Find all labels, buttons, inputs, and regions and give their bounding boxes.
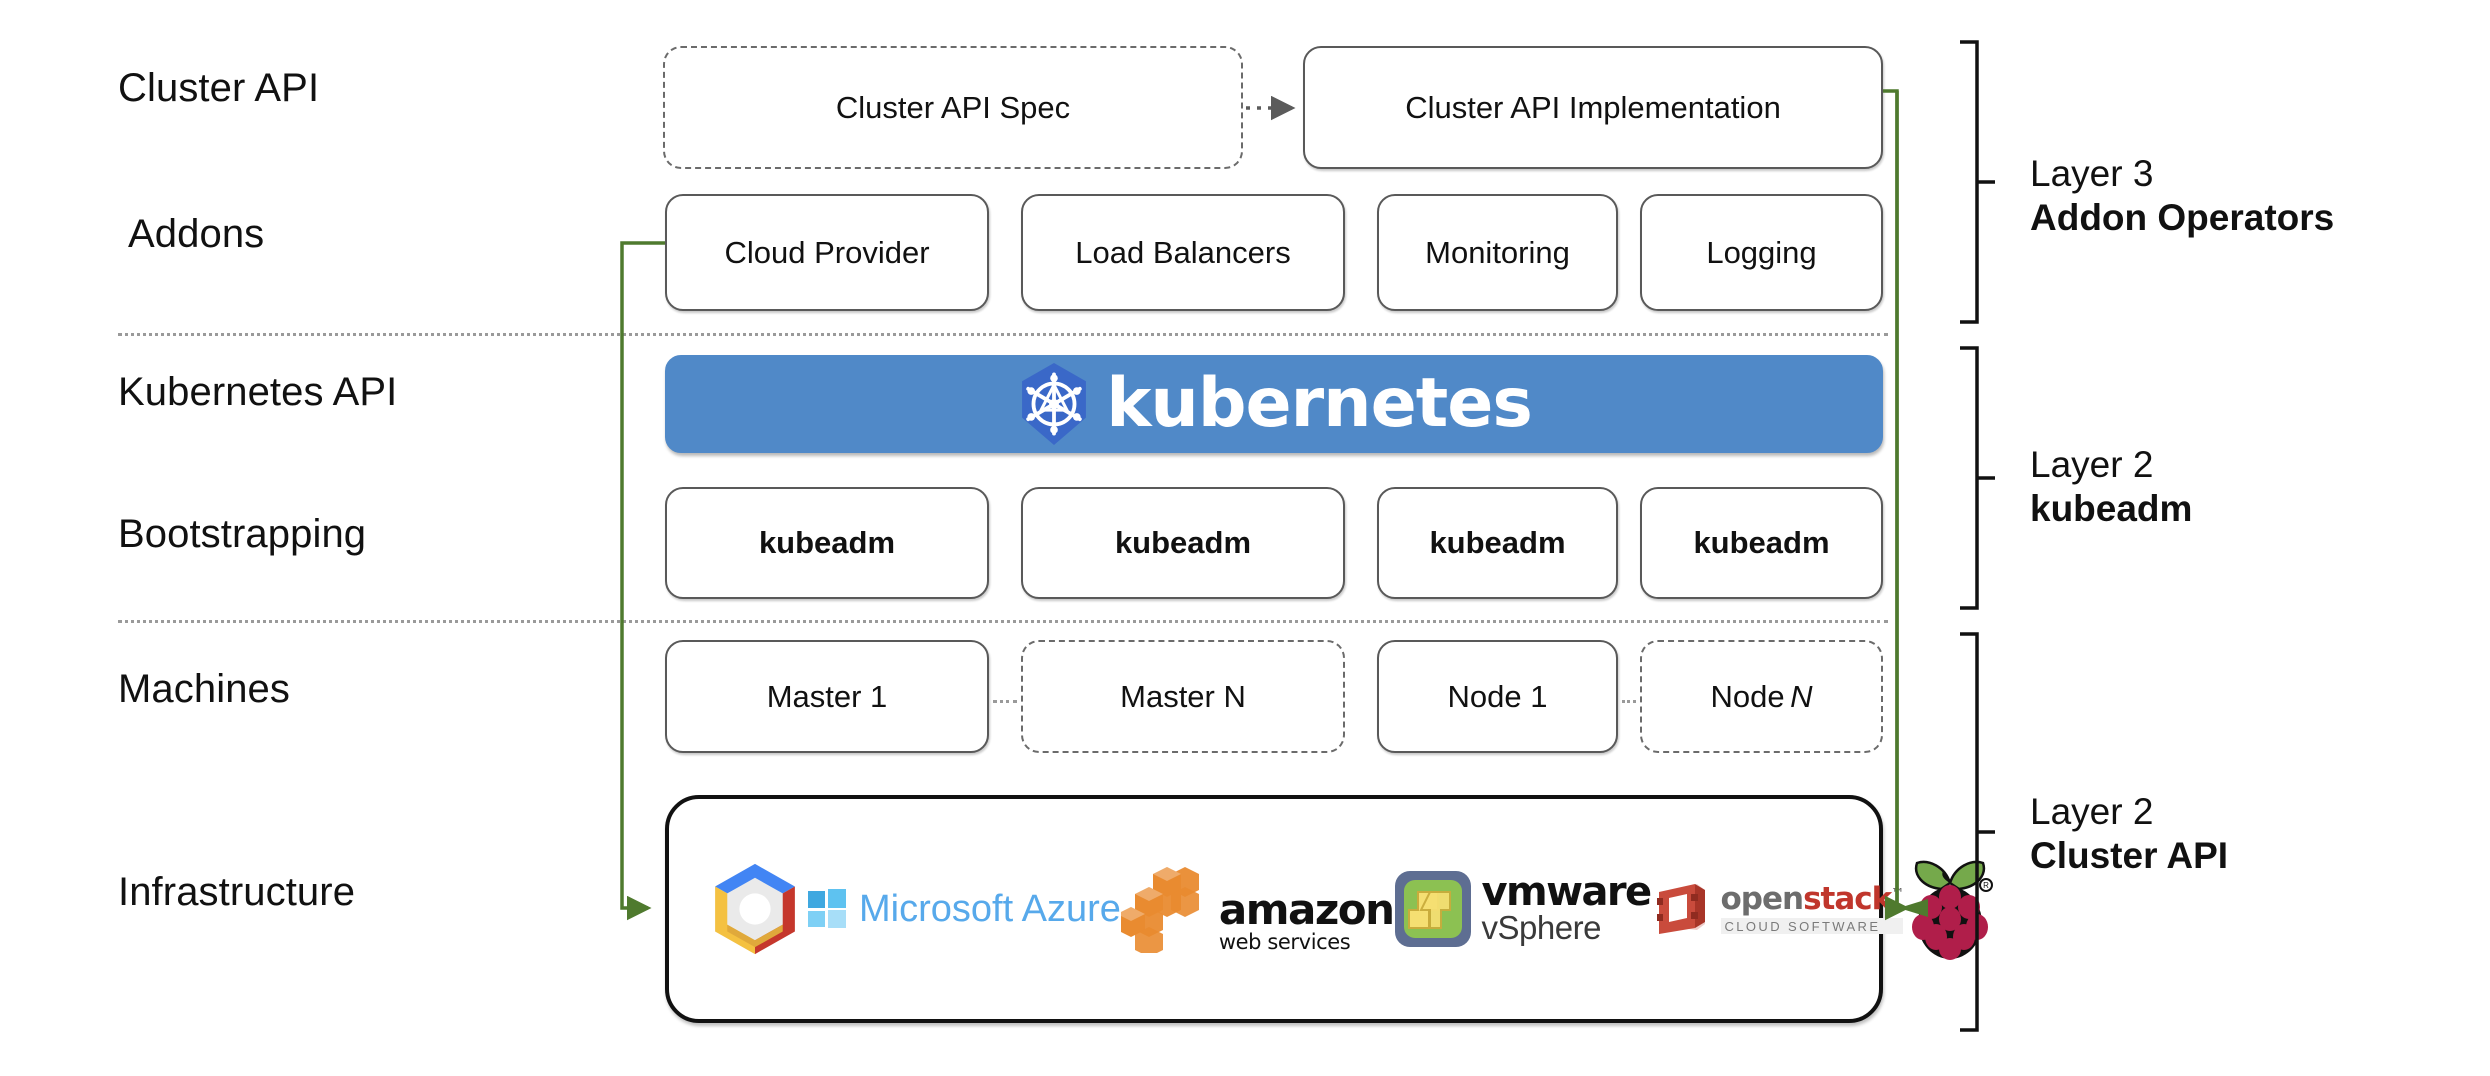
machines-ellipsis-2 (1622, 700, 1636, 703)
aws-cubes-icon (1120, 867, 1199, 953)
row-label-infrastructure: Infrastructure (118, 870, 356, 914)
openstack-subtitle: CLOUD SOFTWARE (1720, 918, 1904, 934)
provider-openstack[interactable]: openstack™ CLOUD SOFTWARE (1651, 854, 1904, 964)
microsoft-windows-icon (808, 889, 846, 928)
box-label: Cluster API Implementation (1405, 89, 1781, 125)
box-monitoring[interactable]: Monitoring (1377, 194, 1618, 311)
machines-ellipsis-1 (993, 700, 1017, 703)
aws-webservices-wordmark: web services (1218, 930, 1351, 954)
box-master-1[interactable]: Master 1 (665, 640, 989, 753)
box-cluster-api-implementation[interactable]: Cluster API Implementation (1303, 46, 1883, 169)
box-node-1[interactable]: Node 1 (1377, 640, 1618, 753)
box-logging[interactable]: Logging (1640, 194, 1883, 311)
box-kubeadm-1[interactable]: kubeadm (665, 487, 989, 599)
box-master-n[interactable]: Master N (1021, 640, 1345, 753)
aws-amazon-wordmark: amazon (1218, 885, 1395, 934)
bracket-layer-2 (1960, 346, 1995, 610)
box-label-italic: N (1790, 678, 1813, 714)
box-label: kubeadm (1429, 525, 1566, 560)
box-kubeadm-3[interactable]: kubeadm (1377, 487, 1618, 599)
provider-vmware-vsphere[interactable]: vmware vSphere (1394, 854, 1653, 964)
openstack-cube-icon (1656, 884, 1705, 934)
openstack-stack-text: stack (1803, 881, 1892, 917)
layer-1-number: Layer 2 (2030, 791, 2154, 832)
kubernetes-wordmark: kubernetes (1106, 364, 1533, 443)
layer-2-number: Layer 2 (2030, 444, 2154, 485)
row-label-cluster-api: Cluster API (118, 66, 320, 110)
bracket-layer-1 (1960, 632, 1995, 1032)
openstack-wordmark: openstack™ (1720, 881, 1905, 917)
azure-wordmark: Microsoft Azure (859, 887, 1121, 930)
gcp-hexagon-icon (715, 863, 795, 955)
layer-1-name: Cluster API (2030, 834, 2229, 876)
box-label: kubeadm (1114, 525, 1252, 560)
row-label-addons: Addons (128, 212, 265, 256)
layer-1-label: Layer 2 Cluster API (2030, 790, 2228, 877)
box-label: Node (1710, 678, 1785, 714)
box-kubeadm-4[interactable]: kubeadm (1640, 487, 1883, 599)
layer-3-label: Layer 3 Addon Operators (2030, 152, 2334, 239)
box-label: kubeadm (1693, 525, 1830, 560)
openstack-tm-text: ™ (1891, 886, 1904, 902)
layer-3-number: Layer 3 (2030, 153, 2154, 194)
box-label: Cluster API Spec (835, 89, 1071, 125)
provider-logo-strip: Microsoft Azure (669, 854, 1994, 964)
box-label: Load Balancers (1075, 234, 1291, 270)
row-label-bootstrapping: Bootstrapping (118, 512, 367, 556)
box-label: Master 1 (766, 678, 888, 714)
provider-azure[interactable]: Microsoft Azure (807, 854, 1121, 964)
kubernetes-helm-wheel-icon (1022, 362, 1087, 446)
connector-cluster-api-impl-to-infrastructure (1883, 89, 1910, 921)
raspberry-pi-icon: R (1912, 860, 1994, 960)
box-label: Node 1 (1447, 678, 1548, 714)
box-load-balancers[interactable]: Load Balancers (1021, 194, 1345, 311)
vmware-vsphere-icon (1394, 871, 1471, 947)
box-label: Master N (1120, 678, 1246, 714)
provider-gcp[interactable] (703, 854, 807, 964)
openstack-open-text: open (1720, 881, 1805, 917)
box-cluster-api-spec[interactable]: Cluster API Spec (663, 46, 1243, 169)
layer-3-name: Addon Operators (2030, 196, 2335, 238)
infrastructure-container[interactable]: Microsoft Azure (665, 795, 1994, 1023)
connector-cloud-provider-to-infrastructure (620, 241, 665, 921)
row-label-kubernetes-api: Kubernetes API (118, 370, 398, 414)
row-label-machines: Machines (118, 667, 290, 711)
separator-layer2-layer1 (118, 620, 1888, 623)
vsphere-wordmark: vSphere (1481, 909, 1602, 947)
box-label: kubeadm (758, 525, 896, 560)
box-label: Monitoring (1425, 234, 1570, 270)
vmware-wordmark: vmware (1481, 869, 1653, 916)
provider-aws[interactable]: amazon web services (1120, 854, 1395, 964)
box-kubeadm-2[interactable]: kubeadm (1021, 487, 1345, 599)
kubernetes-banner[interactable]: kubernetes (665, 355, 1883, 453)
box-cloud-provider[interactable]: Cloud Provider (665, 194, 989, 311)
provider-raspberry-pi[interactable]: R (1903, 854, 1997, 964)
box-label: Logging (1706, 234, 1817, 270)
layer-2-label: Layer 2 kubeadm (2030, 443, 2192, 530)
svg-text:R: R (1983, 881, 1989, 890)
box-label: Cloud Provider (724, 234, 930, 270)
layer-2-name: kubeadm (2030, 487, 2193, 529)
separator-layer3-layer2 (118, 333, 1888, 336)
bracket-layer-3 (1960, 40, 1995, 324)
